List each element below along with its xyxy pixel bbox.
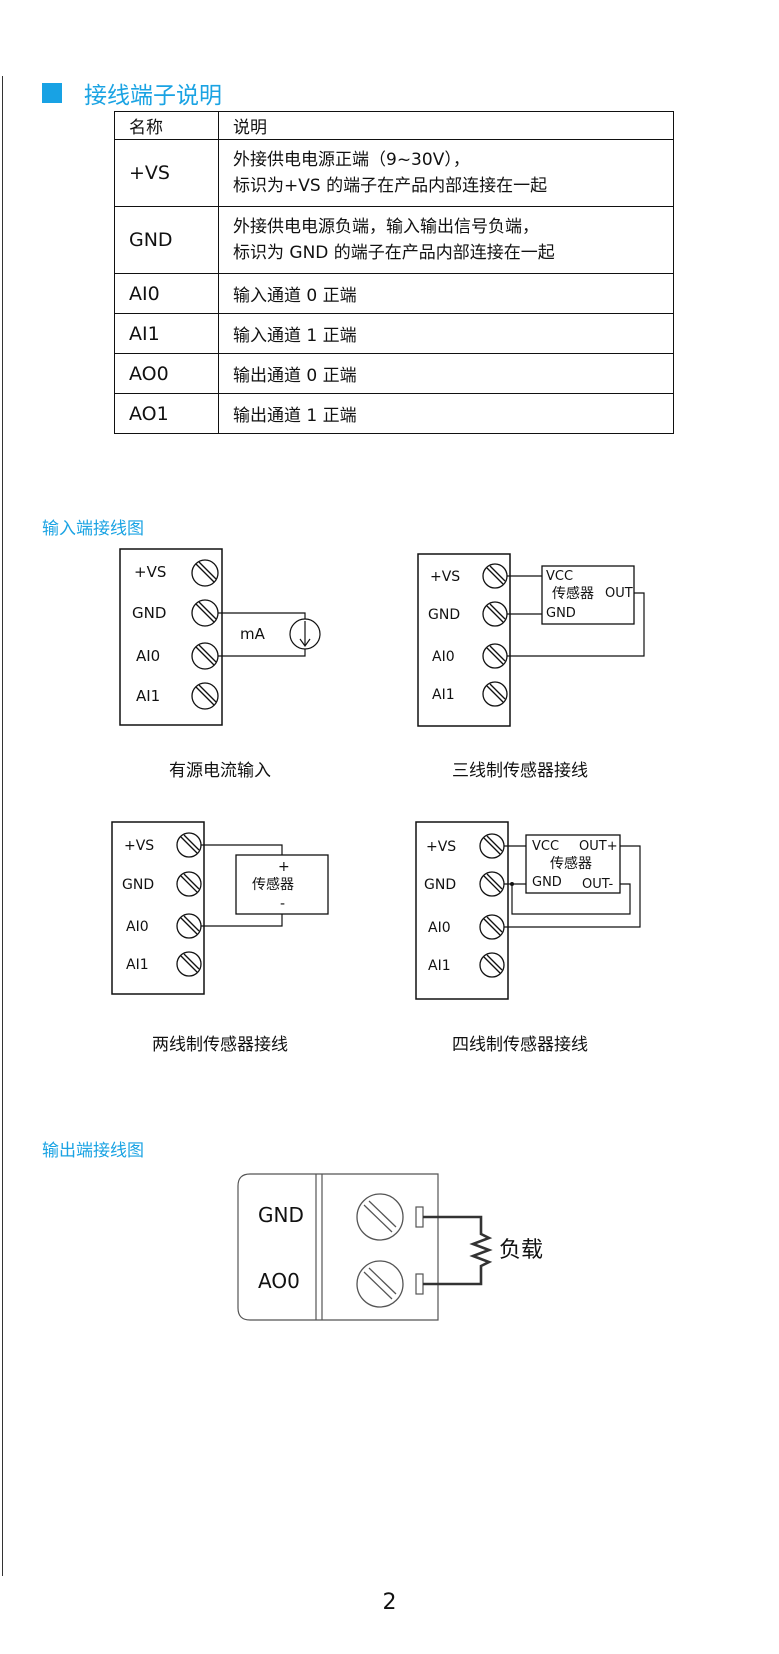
terminal-label: AI1 bbox=[432, 687, 455, 703]
table-row: GND 外接供电电源负端，输入输出信号负端， 标识为 GND 的端子在产品内部连… bbox=[114, 206, 674, 274]
sensor-gnd-label: GND bbox=[546, 606, 576, 621]
sensor-box bbox=[235, 854, 329, 915]
terminal-desc: 输出通道 1 正端 bbox=[218, 393, 674, 434]
terminal-block bbox=[237, 1173, 439, 1321]
table-row: AO1 输出通道 1 正端 bbox=[114, 393, 674, 434]
terminal-label: AI1 bbox=[136, 687, 160, 705]
terminal-label: AI1 bbox=[126, 957, 149, 973]
sensor-vcc-label: VCC bbox=[546, 569, 573, 584]
terminal-label: AI0 bbox=[126, 919, 149, 935]
diagram-caption: 两线制传感器接线 bbox=[152, 1035, 288, 1055]
table-header-name: 名称 bbox=[114, 111, 219, 140]
terminal-label: +VS bbox=[430, 569, 460, 585]
three-wire-diagram: +VS GND AI0 AI1 VCC 传感器 OUT GND bbox=[417, 553, 645, 727]
terminal-name: AI1 bbox=[114, 313, 219, 354]
left-margin-rule bbox=[2, 76, 3, 1576]
sensor-box bbox=[525, 834, 621, 894]
terminal-label: AI0 bbox=[136, 647, 160, 665]
terminal-label: +VS bbox=[426, 839, 456, 855]
desc-line: 标识为+VS 的端子在产品内部连接在一起 bbox=[233, 176, 548, 196]
sensor-vcc-label: VCC bbox=[532, 839, 559, 854]
sensor-label: 传感器 bbox=[252, 876, 294, 893]
terminal-name: AO1 bbox=[114, 393, 219, 434]
terminal-desc: 输出通道 0 正端 bbox=[218, 353, 674, 394]
sensor-box bbox=[541, 565, 635, 625]
square-bullet-icon bbox=[42, 83, 62, 103]
two-wire-diagram: +VS GND AI0 AI1 + 传感器 - bbox=[111, 821, 329, 995]
page-number: 2 bbox=[382, 1590, 397, 1615]
screw-terminal-icon bbox=[356, 1193, 404, 1241]
table-row: +VS 外接供电电源正端（9~30V）， 标识为+VS 的端子在产品内部连接在一… bbox=[114, 139, 674, 207]
terminal-label: AI0 bbox=[428, 920, 451, 936]
table-row: AO0 输出通道 0 正端 bbox=[114, 353, 674, 394]
input-diagrams-title: 输入端接线图 bbox=[42, 519, 144, 539]
terminal-label: GND bbox=[122, 877, 154, 893]
terminal-label: +VS bbox=[134, 563, 166, 581]
terminal-desc: 外接供电电源正端（9~30V）， 标识为+VS 的端子在产品内部连接在一起 bbox=[218, 139, 674, 207]
sensor-label: 传感器 bbox=[552, 585, 594, 602]
table-row: AI0 输入通道 0 正端 bbox=[114, 273, 674, 314]
wire-clamp bbox=[415, 1206, 424, 1228]
terminal-table: 名称 说明 +VS 外接供电电源正端（9~30V）， 标识为+VS 的端子在产品… bbox=[114, 111, 674, 434]
terminal-name: AI0 bbox=[114, 273, 219, 314]
sensor-label: 传感器 bbox=[550, 855, 592, 872]
gnd-label: GND bbox=[258, 1203, 304, 1227]
terminal-label: GND bbox=[132, 604, 166, 622]
terminal-desc: 输入通道 0 正端 bbox=[218, 273, 674, 314]
section-heading: 接线端子说明 bbox=[42, 78, 222, 109]
load-resistor-icon bbox=[423, 1215, 493, 1286]
terminal-desc: 输入通道 1 正端 bbox=[218, 313, 674, 354]
load-label: 负载 bbox=[499, 1238, 543, 1263]
terminal-name: AO0 bbox=[114, 353, 219, 394]
sensor-plus-label: + bbox=[278, 859, 290, 875]
terminal-label: GND bbox=[428, 607, 460, 623]
sensor-gnd-label: GND bbox=[532, 875, 562, 890]
desc-line: 标识为 GND 的端子在产品内部连接在一起 bbox=[233, 243, 555, 263]
terminal-desc: 外接供电电源负端，输入输出信号负端， 标识为 GND 的端子在产品内部连接在一起 bbox=[218, 206, 674, 274]
terminal-label: GND bbox=[424, 877, 456, 893]
table-header-desc: 说明 bbox=[218, 111, 674, 140]
sensor-outm-label: OUT- bbox=[582, 877, 613, 892]
diagram-caption: 四线制传感器接线 bbox=[452, 1035, 588, 1055]
meter-label: mA bbox=[240, 625, 266, 643]
sensor-minus-label: - bbox=[280, 896, 285, 912]
section-title: 接线端子说明 bbox=[84, 83, 222, 109]
sensor-out-label: OUT bbox=[605, 586, 633, 601]
desc-line: 外接供电电源正端（9~30V）， bbox=[233, 150, 470, 170]
output-wiring-diagram: GND AO0 负载 bbox=[237, 1173, 543, 1321]
wire-clamp bbox=[415, 1273, 424, 1295]
terminal-label: +VS bbox=[124, 838, 154, 854]
terminal-name: GND bbox=[114, 206, 219, 274]
sensor-outp-label: OUT+ bbox=[579, 839, 618, 854]
desc-line: 外接供电电源负端，输入输出信号负端， bbox=[233, 217, 539, 237]
terminal-label: AI0 bbox=[432, 649, 455, 665]
output-diagram-title: 输出端接线图 bbox=[42, 1141, 144, 1161]
table-row: AI1 输入通道 1 正端 bbox=[114, 313, 674, 354]
active-current-diagram: +VS GND AI0 AI1 mA bbox=[119, 548, 321, 726]
diagram-caption: 三线制传感器接线 bbox=[452, 761, 588, 781]
ao0-label: AO0 bbox=[258, 1269, 300, 1293]
terminal-name: +VS bbox=[114, 139, 219, 207]
diagram-caption: 有源电流输入 bbox=[169, 761, 271, 781]
four-wire-diagram: +VS GND AI0 AI1 VCC OUT+ 传感器 GND OUT- bbox=[415, 821, 641, 1000]
screw-terminal-icon bbox=[356, 1260, 404, 1308]
terminal-label: AI1 bbox=[428, 958, 451, 974]
